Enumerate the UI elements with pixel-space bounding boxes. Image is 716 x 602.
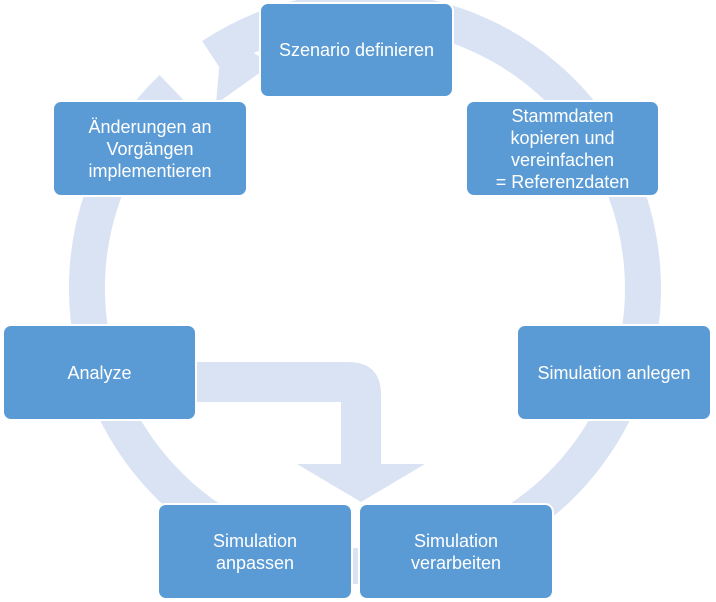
node-analyze[interactable]: Analyze: [2, 324, 197, 421]
node-text: Vorgängen: [106, 138, 194, 159]
node-text: = Referenzdaten: [495, 171, 630, 192]
node-text: vereinfachen: [510, 149, 615, 170]
node-text: verarbeiten: [410, 552, 502, 573]
cycle-arrowhead: [216, 34, 272, 104]
node-simulation-process[interactable]: Simulation verarbeiten: [358, 503, 554, 600]
node-text: anpassen: [215, 552, 295, 573]
node-text: Simulation: [212, 530, 298, 551]
node-text: kopieren und: [510, 127, 615, 148]
node-text: Simulation: [413, 530, 499, 551]
node-changes-implement[interactable]: Änderungen an Vorgängen implementieren: [52, 100, 248, 197]
node-text: Simulation anlegen: [537, 362, 691, 383]
node-simulation-adjust[interactable]: Simulation anpassen: [157, 503, 353, 600]
node-text: Szenario definieren: [278, 40, 435, 60]
inner-bent-arrow: [196, 362, 425, 502]
node-text: Analyze: [67, 362, 132, 383]
node-text: implementieren: [88, 160, 212, 181]
node-text: Änderungen an: [88, 116, 212, 137]
node-simulation-create[interactable]: Simulation anlegen: [516, 324, 712, 421]
node-text: Stammdaten: [511, 105, 614, 126]
node-masterdata-copy[interactable]: Stammdaten kopieren und vereinfachen = R…: [465, 100, 660, 197]
node-scenario-define[interactable]: Szenario definieren: [259, 2, 454, 98]
